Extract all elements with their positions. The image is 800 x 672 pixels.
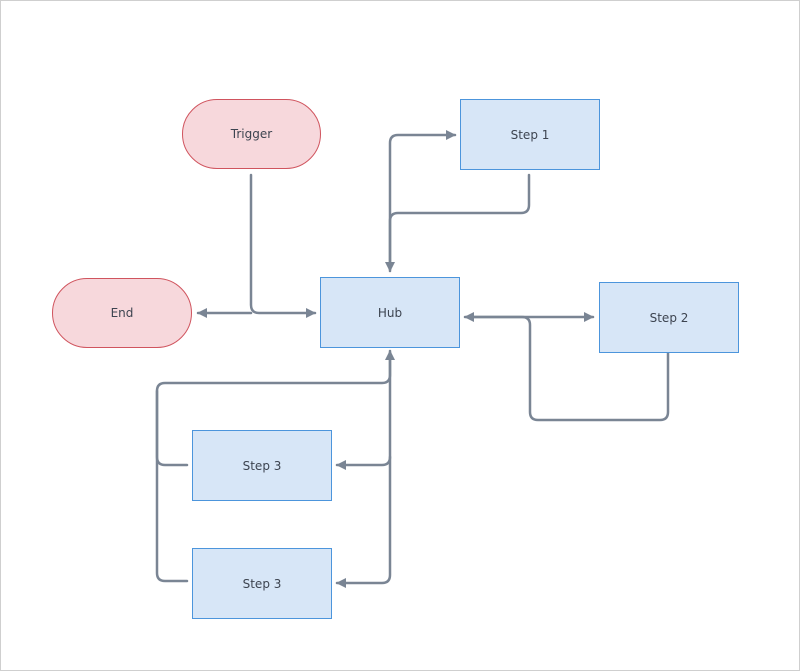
connector-hub-to-step1 bbox=[388, 130, 457, 271]
step3a-label: Step 3 bbox=[242, 458, 282, 473]
step1-label: Step 1 bbox=[510, 127, 550, 142]
connector-step2-to-hub bbox=[465, 315, 670, 422]
connector-step3a-to-hub bbox=[155, 349, 395, 467]
step1-node[interactable]: Step 1 bbox=[460, 99, 600, 170]
connector-trigger-to-hub bbox=[249, 173, 317, 318]
connector-step1-to-hub bbox=[385, 173, 531, 273]
step2-node[interactable]: Step 2 bbox=[599, 282, 739, 353]
step2-label: Step 2 bbox=[649, 310, 689, 325]
step3b-node[interactable]: Step 3 bbox=[192, 548, 332, 619]
connector-hub-to-step3a bbox=[335, 351, 392, 470]
step3a-node[interactable]: Step 3 bbox=[192, 430, 332, 501]
connector-hub-to-step3b bbox=[335, 455, 392, 588]
trigger-label: Trigger bbox=[230, 127, 273, 141]
hub-label: Hub bbox=[377, 305, 403, 320]
trigger-node[interactable]: Trigger bbox=[182, 99, 321, 169]
end-label: End bbox=[110, 306, 134, 320]
step3b-label: Step 3 bbox=[242, 576, 282, 591]
connector-step3b-to-hub bbox=[155, 389, 189, 583]
end-node[interactable]: End bbox=[52, 278, 192, 348]
hub-node[interactable]: Hub bbox=[320, 277, 460, 348]
